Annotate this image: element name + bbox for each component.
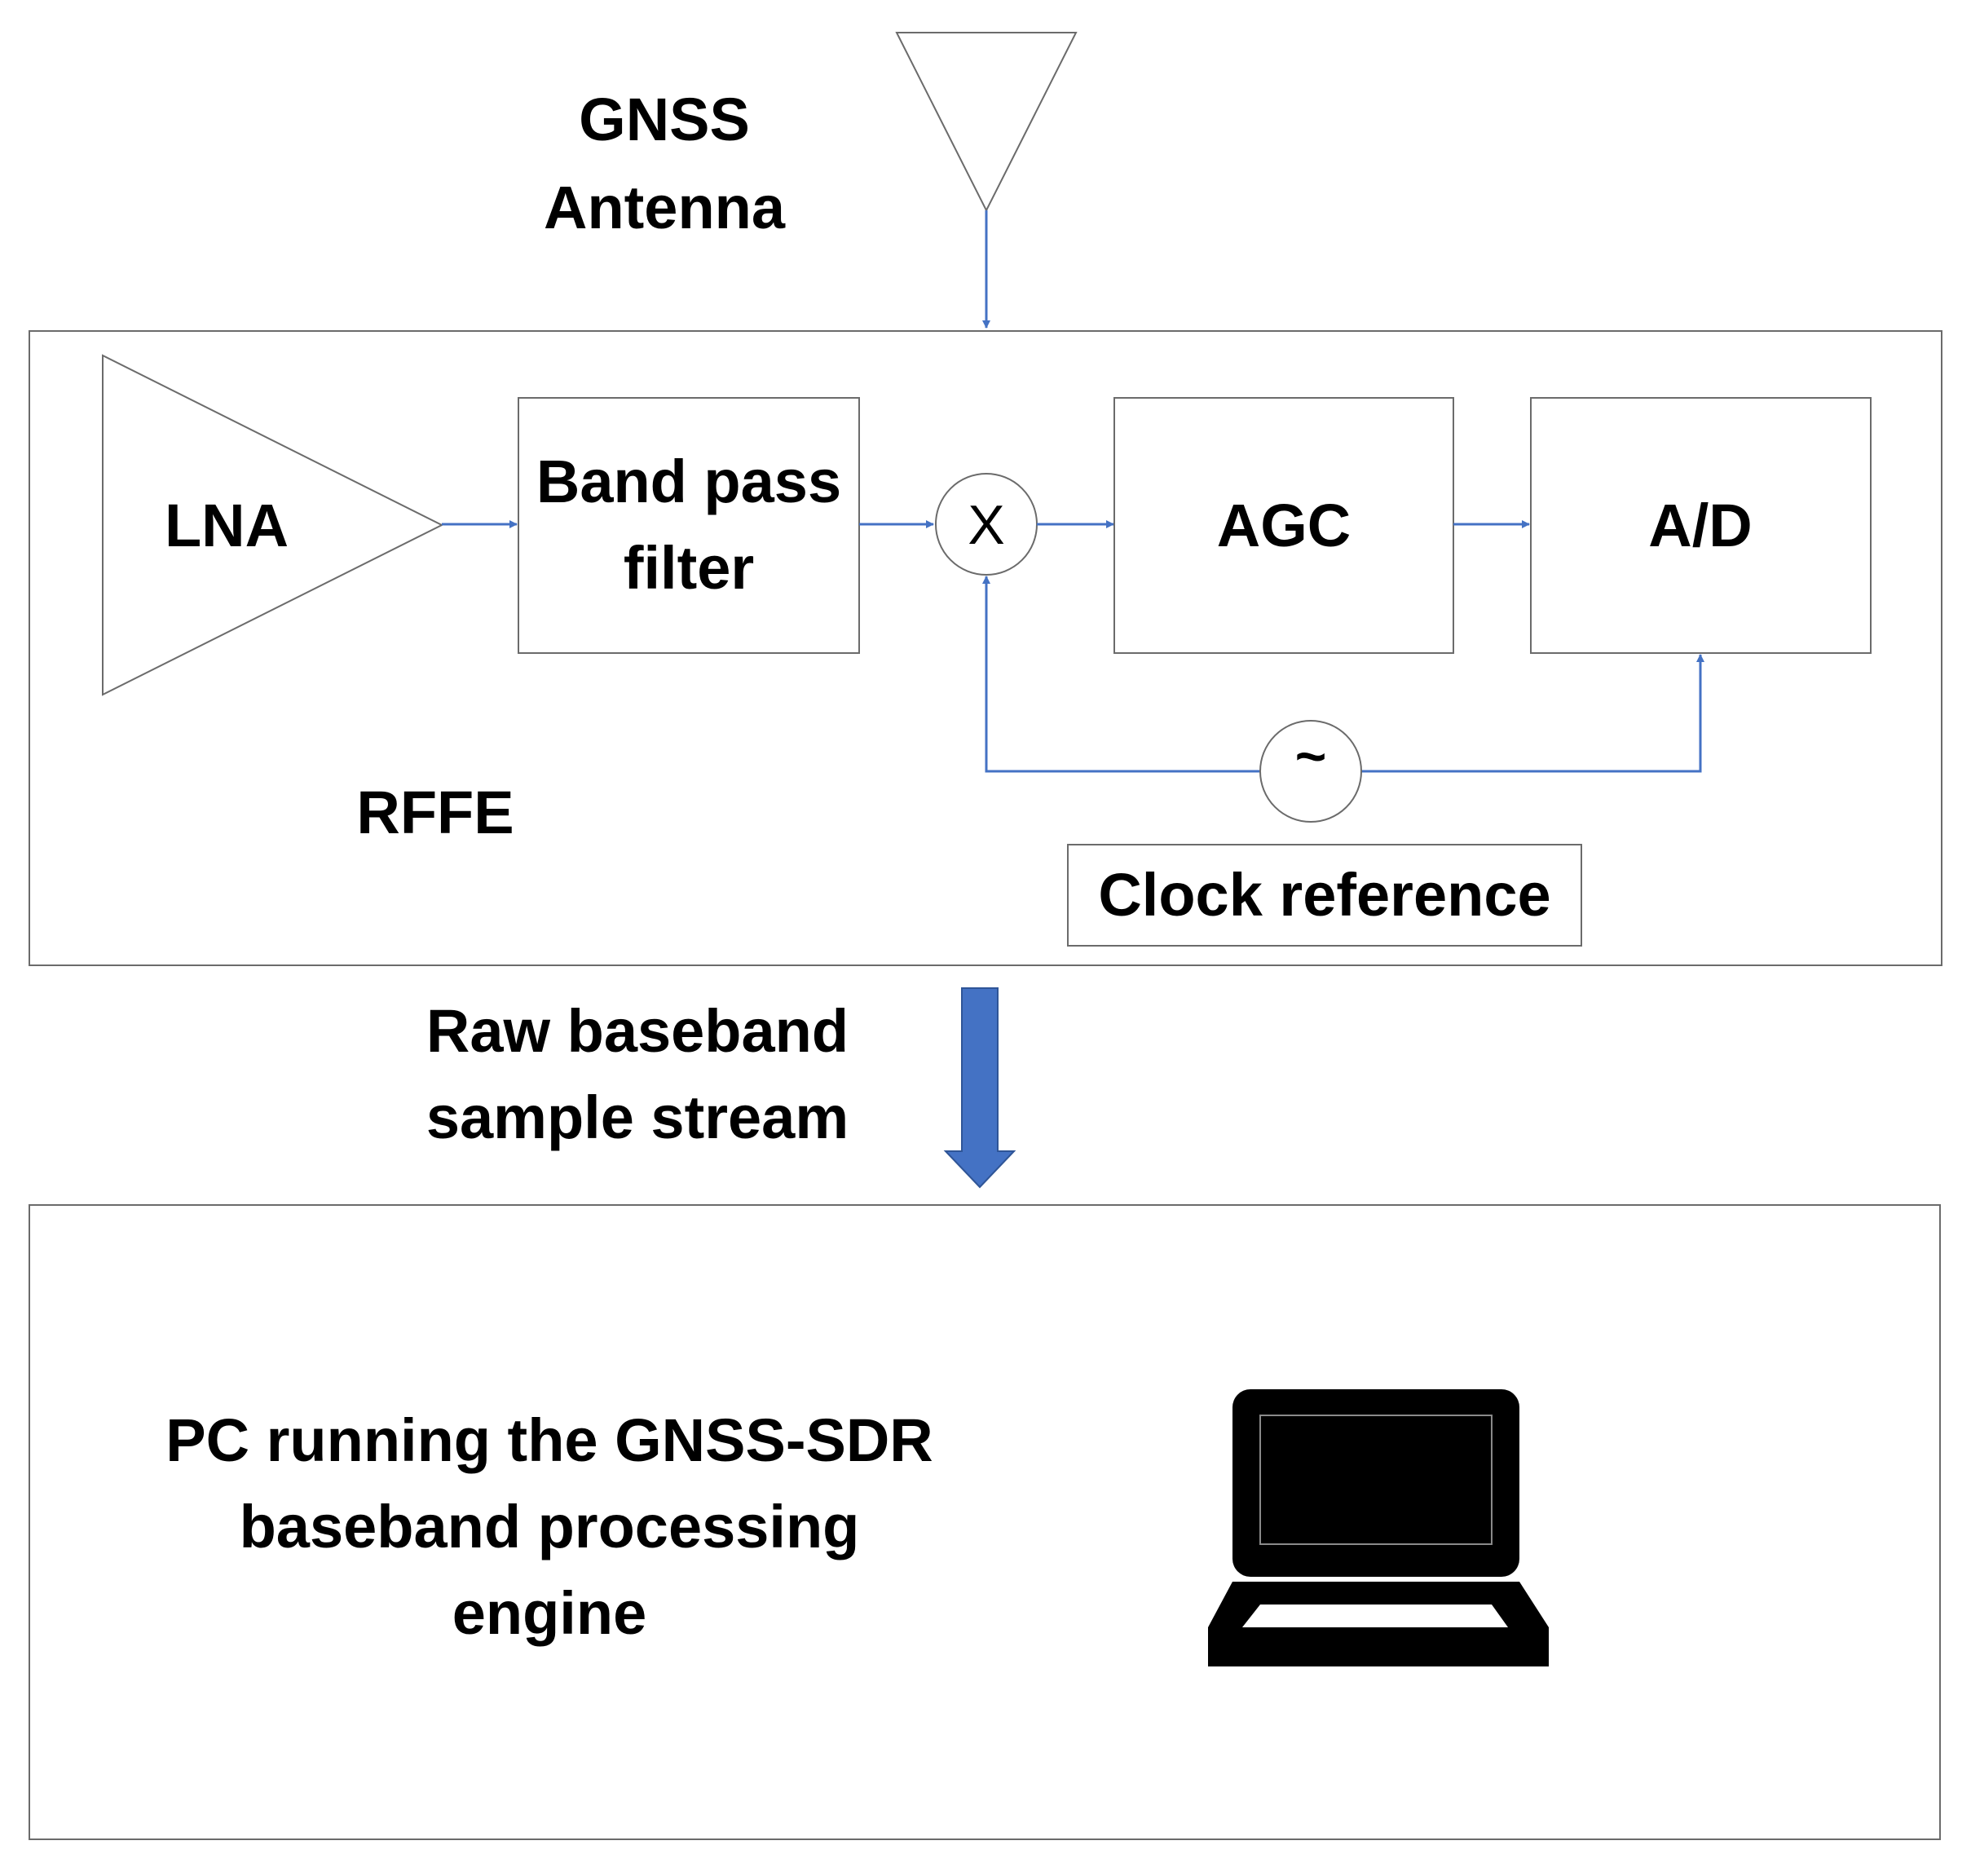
pc-label-line1: PC running the GNSS-SDR	[165, 1406, 933, 1474]
oscillator-symbol: ~	[1295, 726, 1327, 786]
antenna-icon	[895, 32, 1078, 213]
antenna-label-line2: Antenna	[544, 174, 786, 241]
mixer-symbol: X	[968, 494, 1004, 556]
band-pass-filter-label-line1: Band pass	[536, 448, 841, 515]
band-pass-filter-block	[518, 397, 860, 654]
clock-reference-label: Clock reference	[1098, 861, 1550, 929]
pc-label-line2: baseband processing	[240, 1493, 860, 1560]
stream-label-line1: Raw baseband	[426, 997, 849, 1065]
antenna-label-line1: GNSS	[579, 86, 750, 153]
oscillator-to-adc-arrow	[1361, 654, 1704, 773]
lna-amplifier-icon	[102, 354, 444, 696]
oscillator-circle	[1259, 720, 1362, 823]
rffe-label: RFFE	[356, 779, 514, 846]
clock-reference-box	[1067, 844, 1582, 947]
agc-block	[1113, 397, 1454, 654]
agc-label: AGC	[1217, 492, 1351, 559]
laptop-icon	[1208, 1389, 1549, 1666]
adc-label: A/D	[1648, 492, 1752, 559]
stream-down-arrow	[943, 987, 1016, 1189]
pc-container	[29, 1204, 1941, 1840]
pc-label-line3: engine	[452, 1579, 646, 1647]
stream-label-line2: sample stream	[426, 1084, 849, 1151]
band-pass-filter-label-line2: filter	[624, 534, 754, 602]
lna-label: LNA	[165, 492, 289, 559]
oscillator-to-mixer-arrow	[982, 576, 1260, 773]
adc-block	[1530, 397, 1872, 654]
